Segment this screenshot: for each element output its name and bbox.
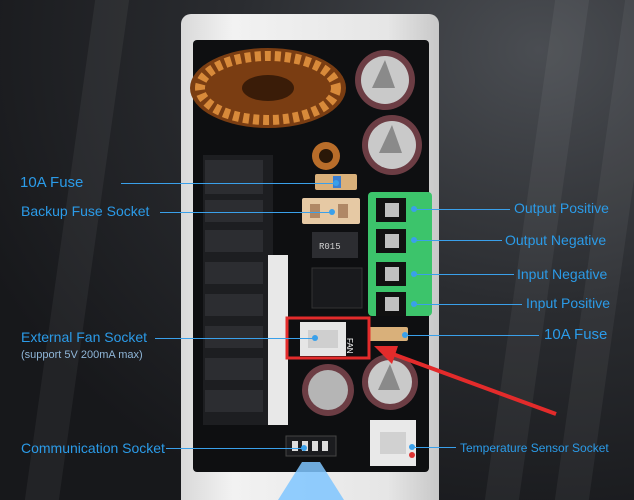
leader-dot-fan-socket [312, 335, 318, 341]
shunt-marking: R015 [319, 242, 341, 252]
light-beam [278, 462, 344, 500]
capacitor-top-2 [362, 115, 422, 175]
small-inductor [312, 142, 340, 170]
leader-line-output-positive [414, 209, 510, 210]
label-input-negative: Input Negative [517, 266, 608, 282]
capacitor-top-1 [355, 50, 415, 110]
label-input-positive: Input Positive [526, 295, 611, 311]
label-10a-fuse-left: 10A Fuse [20, 174, 84, 191]
label-10a-fuse-right: 10A Fuse [544, 326, 608, 343]
leader-dot-10a-fuse-right [402, 332, 408, 338]
leader-dot-backup-fuse [329, 209, 335, 215]
leader-line-backup-fuse [160, 212, 332, 213]
leader-line-10a-fuse-left [121, 183, 336, 184]
toroid-inductor [190, 48, 346, 128]
leader-line-input-positive [414, 304, 522, 305]
leader-dot-output-positive [411, 206, 417, 212]
leader-line-temp-sensor [412, 447, 456, 448]
leader-line-fan-socket [155, 338, 315, 339]
capacitor-bottom-1 [302, 364, 354, 416]
leader-dot-input-positive [411, 301, 417, 307]
label-backup-fuse-socket: Backup Fuse Socket [21, 203, 150, 219]
label-output-positive: Output Positive [514, 200, 609, 216]
leader-dot-10a-fuse-left [333, 180, 339, 186]
communication-socket [285, 435, 337, 457]
mosfet [311, 267, 363, 309]
fan-socket: FAN [300, 322, 354, 356]
red-arrow [374, 346, 557, 416]
leader-dot-temp-sensor [409, 444, 415, 450]
shunt-resistor: R015 [312, 232, 358, 258]
leader-line-communication [166, 448, 304, 449]
label-external-fan-socket: External Fan Socket [21, 329, 148, 345]
fuse-10a-second [368, 327, 408, 341]
capacitor-bottom-2 [362, 354, 418, 410]
fan-socket-marking: FAN [345, 338, 354, 354]
label-fan-socket-note: (support 5V 200mA max) [21, 349, 143, 361]
leader-line-input-negative [414, 274, 514, 275]
terminal-block [368, 192, 432, 316]
leader-dot-input-negative [411, 271, 417, 277]
leader-dot-communication [301, 445, 307, 451]
label-communication-socket: Communication Socket [21, 440, 165, 456]
leader-line-10a-fuse-right [405, 335, 539, 336]
label-temperature-sensor-socket: Temperature Sensor Socket [460, 441, 609, 455]
temperature-sensor-socket [370, 420, 416, 466]
leader-dot-output-negative [411, 237, 417, 243]
heatsink [203, 155, 288, 425]
label-output-negative: Output Negative [505, 232, 607, 248]
leader-line-output-negative [414, 240, 502, 241]
